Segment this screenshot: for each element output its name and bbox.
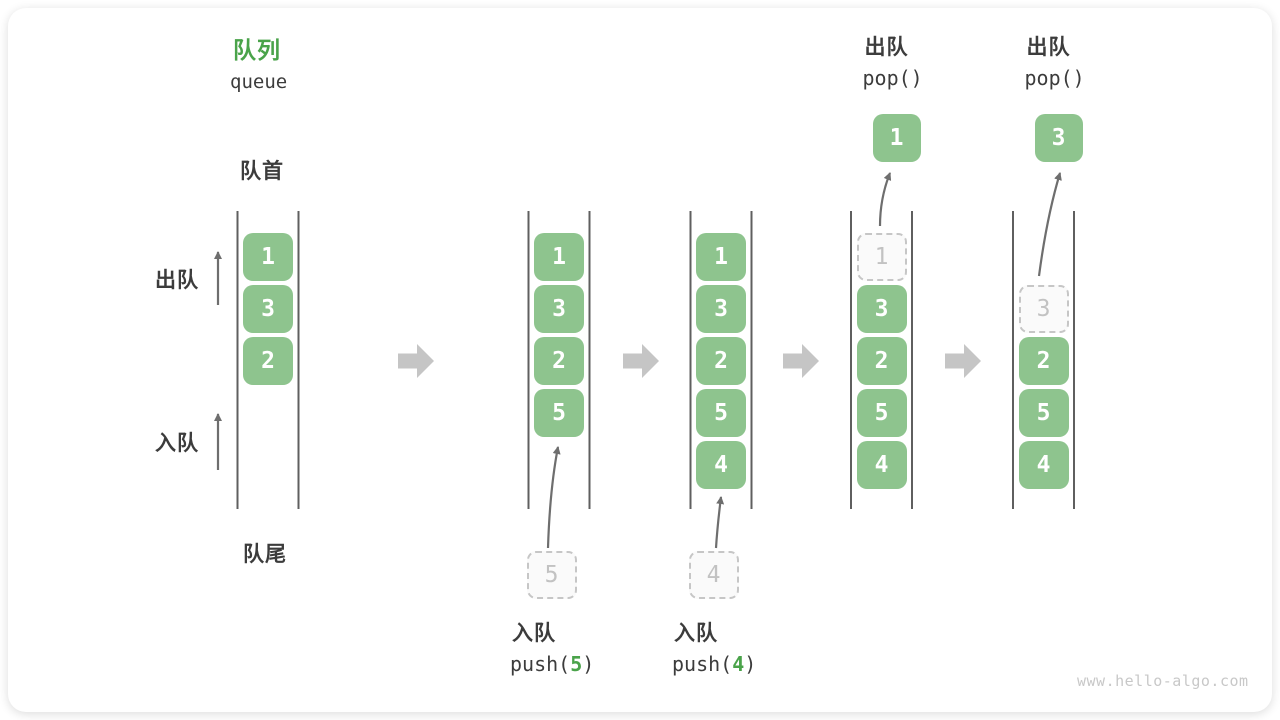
enqueue-code-arg: 4 xyxy=(732,652,745,676)
enqueue-ghost-box: 5 xyxy=(526,551,577,599)
queue-box: 4 xyxy=(856,441,907,489)
queue-box: 2 xyxy=(534,337,584,385)
popped-box: 1 xyxy=(872,114,921,162)
queue-box: 1 xyxy=(243,233,293,281)
queue-box: 4 xyxy=(696,441,746,489)
queue-box: 1 xyxy=(696,233,746,281)
label-dequeue-op: 出队 xyxy=(864,36,909,59)
queue-box: 2 xyxy=(856,337,907,385)
queue-box: 2 xyxy=(243,337,293,385)
label-dequeue-side: 出队 xyxy=(155,269,199,292)
queue-box: 3 xyxy=(856,285,907,333)
queue-box: 2 xyxy=(1018,337,1069,385)
queue-box-ghost: 1 xyxy=(856,233,907,281)
label-dequeue-op: 出队 xyxy=(1026,36,1071,59)
queue-box: 3 xyxy=(696,285,746,333)
popped-box: 3 xyxy=(1034,114,1083,162)
label-enqueue-op: 入队 xyxy=(512,622,556,645)
label-enqueue-op: 入队 xyxy=(674,622,718,645)
label-queue-rear: 队尾 xyxy=(243,543,287,566)
queue-box: 5 xyxy=(696,389,746,437)
label-enqueue-code: push(4) xyxy=(672,652,757,676)
queue-box: 3 xyxy=(243,285,293,333)
queue-box: 2 xyxy=(696,337,746,385)
queue-box: 4 xyxy=(1018,441,1069,489)
card-background xyxy=(8,8,1272,712)
queue-box: 5 xyxy=(534,389,584,437)
watermark: www.hello-algo.com xyxy=(1077,672,1249,690)
label-dequeue-code: pop() xyxy=(1024,66,1085,90)
label-queue-front: 队首 xyxy=(240,160,284,183)
enqueue-ghost-box: 4 xyxy=(688,551,739,599)
queue-box: 3 xyxy=(534,285,584,333)
queue-box-ghost: 3 xyxy=(1018,285,1069,333)
diagram-subtitle: queue xyxy=(230,71,288,93)
diagram-title: 队列 xyxy=(233,37,281,63)
queue-box: 1 xyxy=(534,233,584,281)
queue-box: 5 xyxy=(1018,389,1069,437)
label-enqueue-side: 入队 xyxy=(155,432,199,455)
enqueue-code-arg: 5 xyxy=(570,652,583,676)
queue-box: 5 xyxy=(856,389,907,437)
label-dequeue-code: pop() xyxy=(862,66,923,90)
label-enqueue-code: push(5) xyxy=(510,652,595,676)
